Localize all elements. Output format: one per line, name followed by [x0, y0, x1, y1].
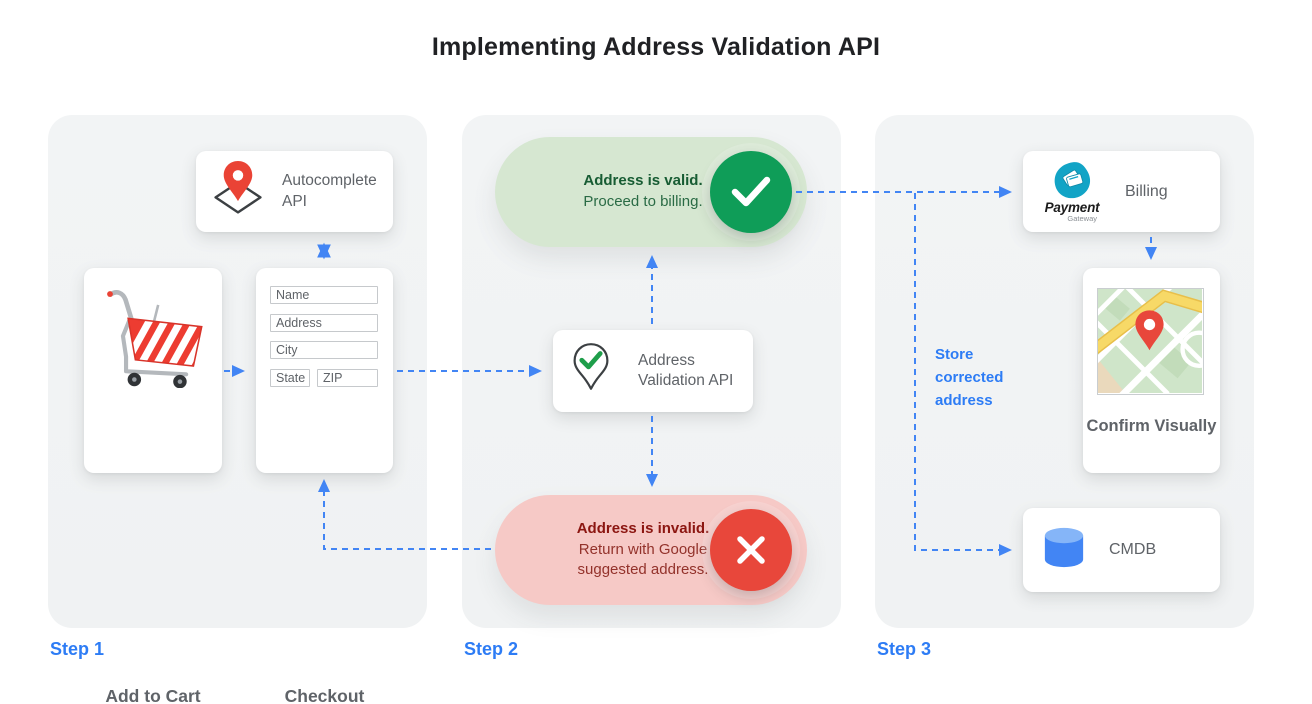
address-valid-pill: Address is valid. Proceed to billing.: [495, 137, 807, 247]
x-circle-icon: [710, 509, 792, 591]
validation-pin-check-icon: [570, 341, 612, 402]
billing-label: Billing: [1125, 182, 1168, 200]
checkout-form: Name Address City State ZIP: [270, 286, 378, 396]
address-valid-title: Address is valid.: [583, 172, 703, 190]
cmdb-label: CMDB: [1109, 541, 1157, 559]
city-field: City: [270, 341, 378, 359]
confirm-visually-label: Confirm Visually: [1086, 417, 1217, 435]
autocomplete-map-pin-icon: [210, 158, 266, 225]
address-validation-api-label: Address Validation API: [638, 351, 734, 389]
database-cylinder-icon: [1041, 526, 1087, 575]
checkmark-circle-icon: [710, 151, 792, 233]
address-validation-api-card: Address Validation API: [553, 330, 753, 412]
zip-field: ZIP: [317, 368, 378, 387]
address-invalid-pill: Address is invalid. Return with Google s…: [495, 495, 807, 605]
confirm-visually-card: Confirm Visually: [1078, 268, 1220, 473]
add-to-cart-label: Add to Cart: [105, 686, 201, 704]
add-to-cart-card: Add to Cart: [84, 268, 222, 704]
address-invalid-title: Address is invalid.: [576, 519, 710, 537]
state-field: State: [270, 368, 310, 387]
step1-label: Step 1: [50, 639, 105, 659]
payment-logo-subtitle: Gateway: [1067, 214, 1097, 223]
autocomplete-api-label: Autocomplete API: [282, 172, 377, 210]
shopping-cart-icon: [96, 284, 210, 393]
step3-label: Step 3: [877, 639, 932, 659]
address-valid-text: Address is valid. Proceed to billing.: [543, 137, 743, 247]
address-invalid-text: Address is invalid. Return with Google s…: [543, 495, 743, 605]
name-field: Name: [270, 286, 378, 304]
step2-label: Step 2: [464, 639, 519, 659]
checkout-label: Checkout: [284, 686, 365, 704]
autocomplete-api-card: Autocomplete API: [196, 151, 393, 232]
address-field: Address: [270, 313, 378, 332]
address-invalid-subtitle: Return with Google suggested address.: [577, 540, 709, 579]
address-valid-subtitle: Proceed to billing.: [583, 193, 703, 210]
checkout-card: Name Address City State ZIP Checkout: [256, 268, 393, 704]
payment-logo-title: Payment: [1044, 200, 1100, 215]
store-corrected-address-note: Store corrected address: [935, 346, 1004, 409]
payment-gateway-logo-icon: Payment Gateway: [1039, 160, 1105, 223]
page-title: Implementing Address Validation API: [431, 33, 881, 61]
cmdb-card: CMDB: [1023, 508, 1220, 592]
billing-card: Payment Gateway Billing: [1023, 151, 1220, 232]
map-thumbnail-icon: [1078, 269, 1219, 410]
